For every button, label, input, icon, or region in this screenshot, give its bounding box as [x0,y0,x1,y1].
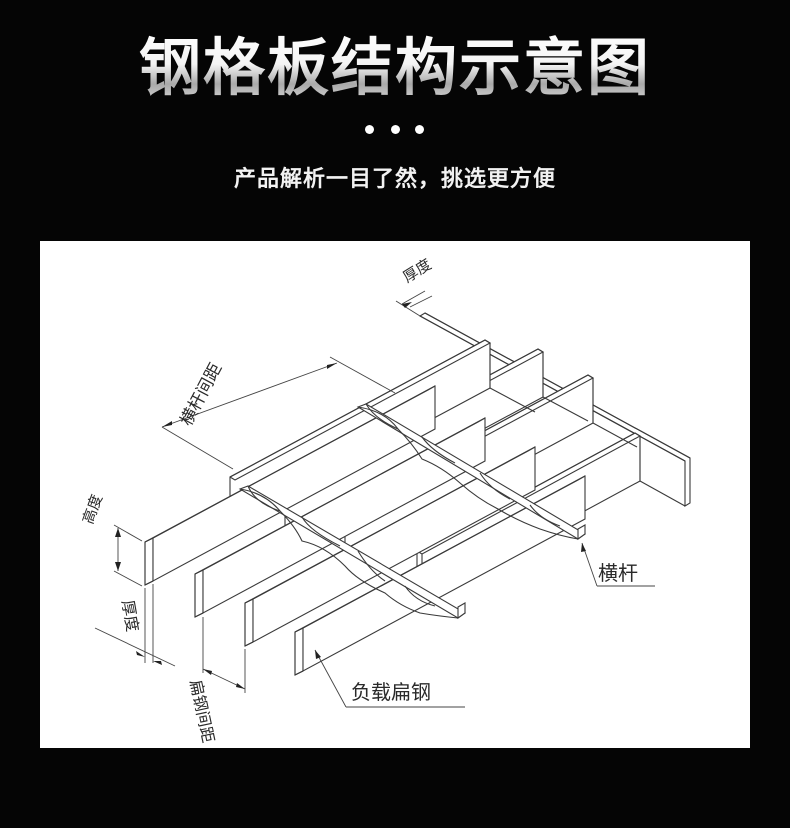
page-title: 钢格板结构示意图 [0,28,790,108]
label-thickness-top: 厚度 [400,255,435,286]
twisted-crossbar-front [238,485,467,620]
label-height: 高度 [79,492,106,526]
bearing-bar-front-2 [194,417,486,618]
dimension-height: 高度 [79,492,143,587]
diagram-panel: 横杆间距 厚度 高度 厚度 [40,241,750,748]
dot-icon [415,125,424,134]
dot-icon [391,125,400,134]
bearing-bar-front-1 [144,385,436,586]
steel-grating-diagram: 横杆间距 厚度 高度 厚度 [79,255,691,745]
bearing-bar-front-4 [294,475,586,676]
leader-load-flat-steel: 负载扁钢 [314,649,465,708]
bearing-bar-front-3 [244,446,536,647]
dimension-flat-steel-spacing: 扁钢间距 [186,617,246,745]
label-crossbar: 横杆 [598,561,638,585]
label-thickness: 厚度 [118,598,142,633]
dimension-thickness-top: 厚度 [395,255,435,317]
twisted-crossbar-back [356,403,587,541]
label-flat-steel-spacing: 扁钢间距 [186,678,218,745]
decorative-dots [0,125,790,137]
dot-icon [365,125,374,134]
leader-crossbar: 横杆 [581,542,655,587]
label-crossbar-spacing: 横杆间距 [177,360,227,429]
page-subtitle: 产品解析一目了然，挑选更方便 [233,167,556,192]
dimension-thickness: 厚度 [94,584,176,667]
label-load-flat-steel: 负载扁钢 [351,680,431,704]
